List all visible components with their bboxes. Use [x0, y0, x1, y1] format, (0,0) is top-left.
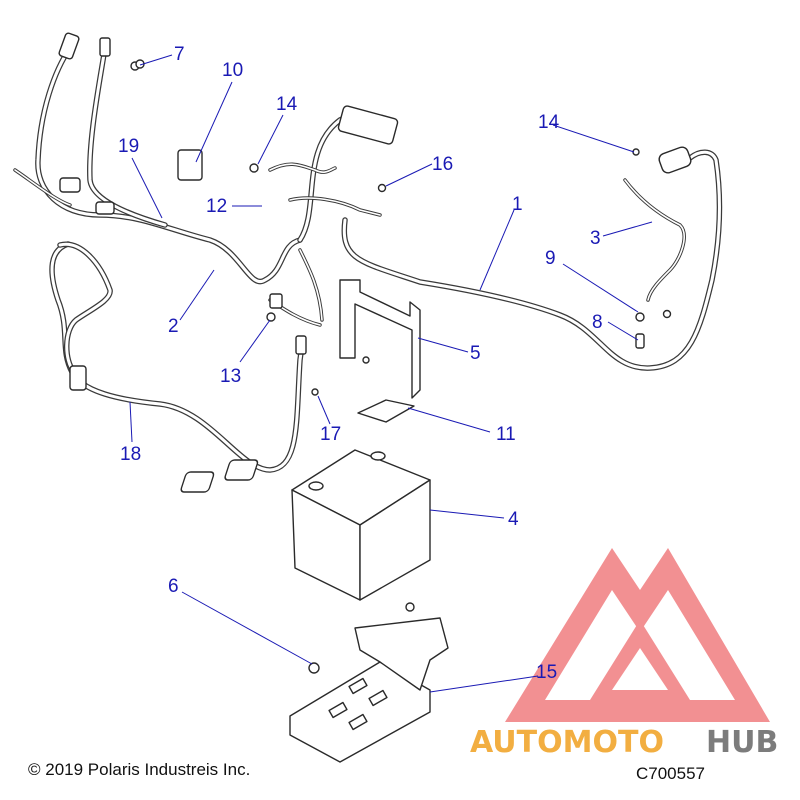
- callout-8: 8: [592, 312, 603, 333]
- callout-9: 9: [545, 248, 556, 269]
- callout-2: 2: [168, 316, 179, 337]
- callout-18: 18: [120, 444, 141, 465]
- copyright-text: © 2019 Polaris Industreis Inc.: [28, 760, 251, 779]
- harness-2: [13, 32, 399, 327]
- hardware-parts: [130, 59, 672, 674]
- callout-3: 3: [590, 228, 601, 249]
- callout-6: 6: [168, 576, 179, 597]
- callout-10: 10: [222, 60, 243, 81]
- battery-bracket-5: [339, 279, 421, 399]
- callout-19: 19: [118, 136, 139, 157]
- drawing-code: C700557: [636, 764, 706, 783]
- watermark-logo: [505, 548, 770, 722]
- callout-15: 15: [536, 662, 557, 683]
- watermark-text-part1: AUTOMOTO: [470, 725, 664, 760]
- cable-3: [623, 178, 686, 302]
- leader-lines: [129, 54, 653, 693]
- watermark-text: AUTOMOTO HUB: [470, 725, 778, 760]
- callout-5: 5: [470, 343, 481, 364]
- callout-11: 11: [496, 424, 516, 445]
- battery-4: [180, 449, 431, 601]
- battery-tray-15: [289, 617, 449, 763]
- callout-12: 12: [206, 196, 227, 217]
- callout-14a: 14: [276, 94, 298, 115]
- callout-1: 1: [512, 194, 523, 215]
- callout-14b: 14: [538, 112, 560, 133]
- callout-7: 7: [174, 44, 185, 65]
- callout-4: 4: [508, 509, 519, 530]
- cable-18: [49, 241, 307, 473]
- callout-16: 16: [432, 154, 453, 175]
- callout-17: 17: [320, 424, 341, 445]
- callout-13: 13: [220, 366, 241, 387]
- harness-1: [341, 146, 723, 371]
- pad-11: [357, 399, 415, 423]
- watermark-text-part2: HUB: [706, 725, 778, 760]
- callout-numbers: 1 2 3 4 5 6 7 8 9 10 11 12 13 14 14 15 1…: [118, 44, 603, 683]
